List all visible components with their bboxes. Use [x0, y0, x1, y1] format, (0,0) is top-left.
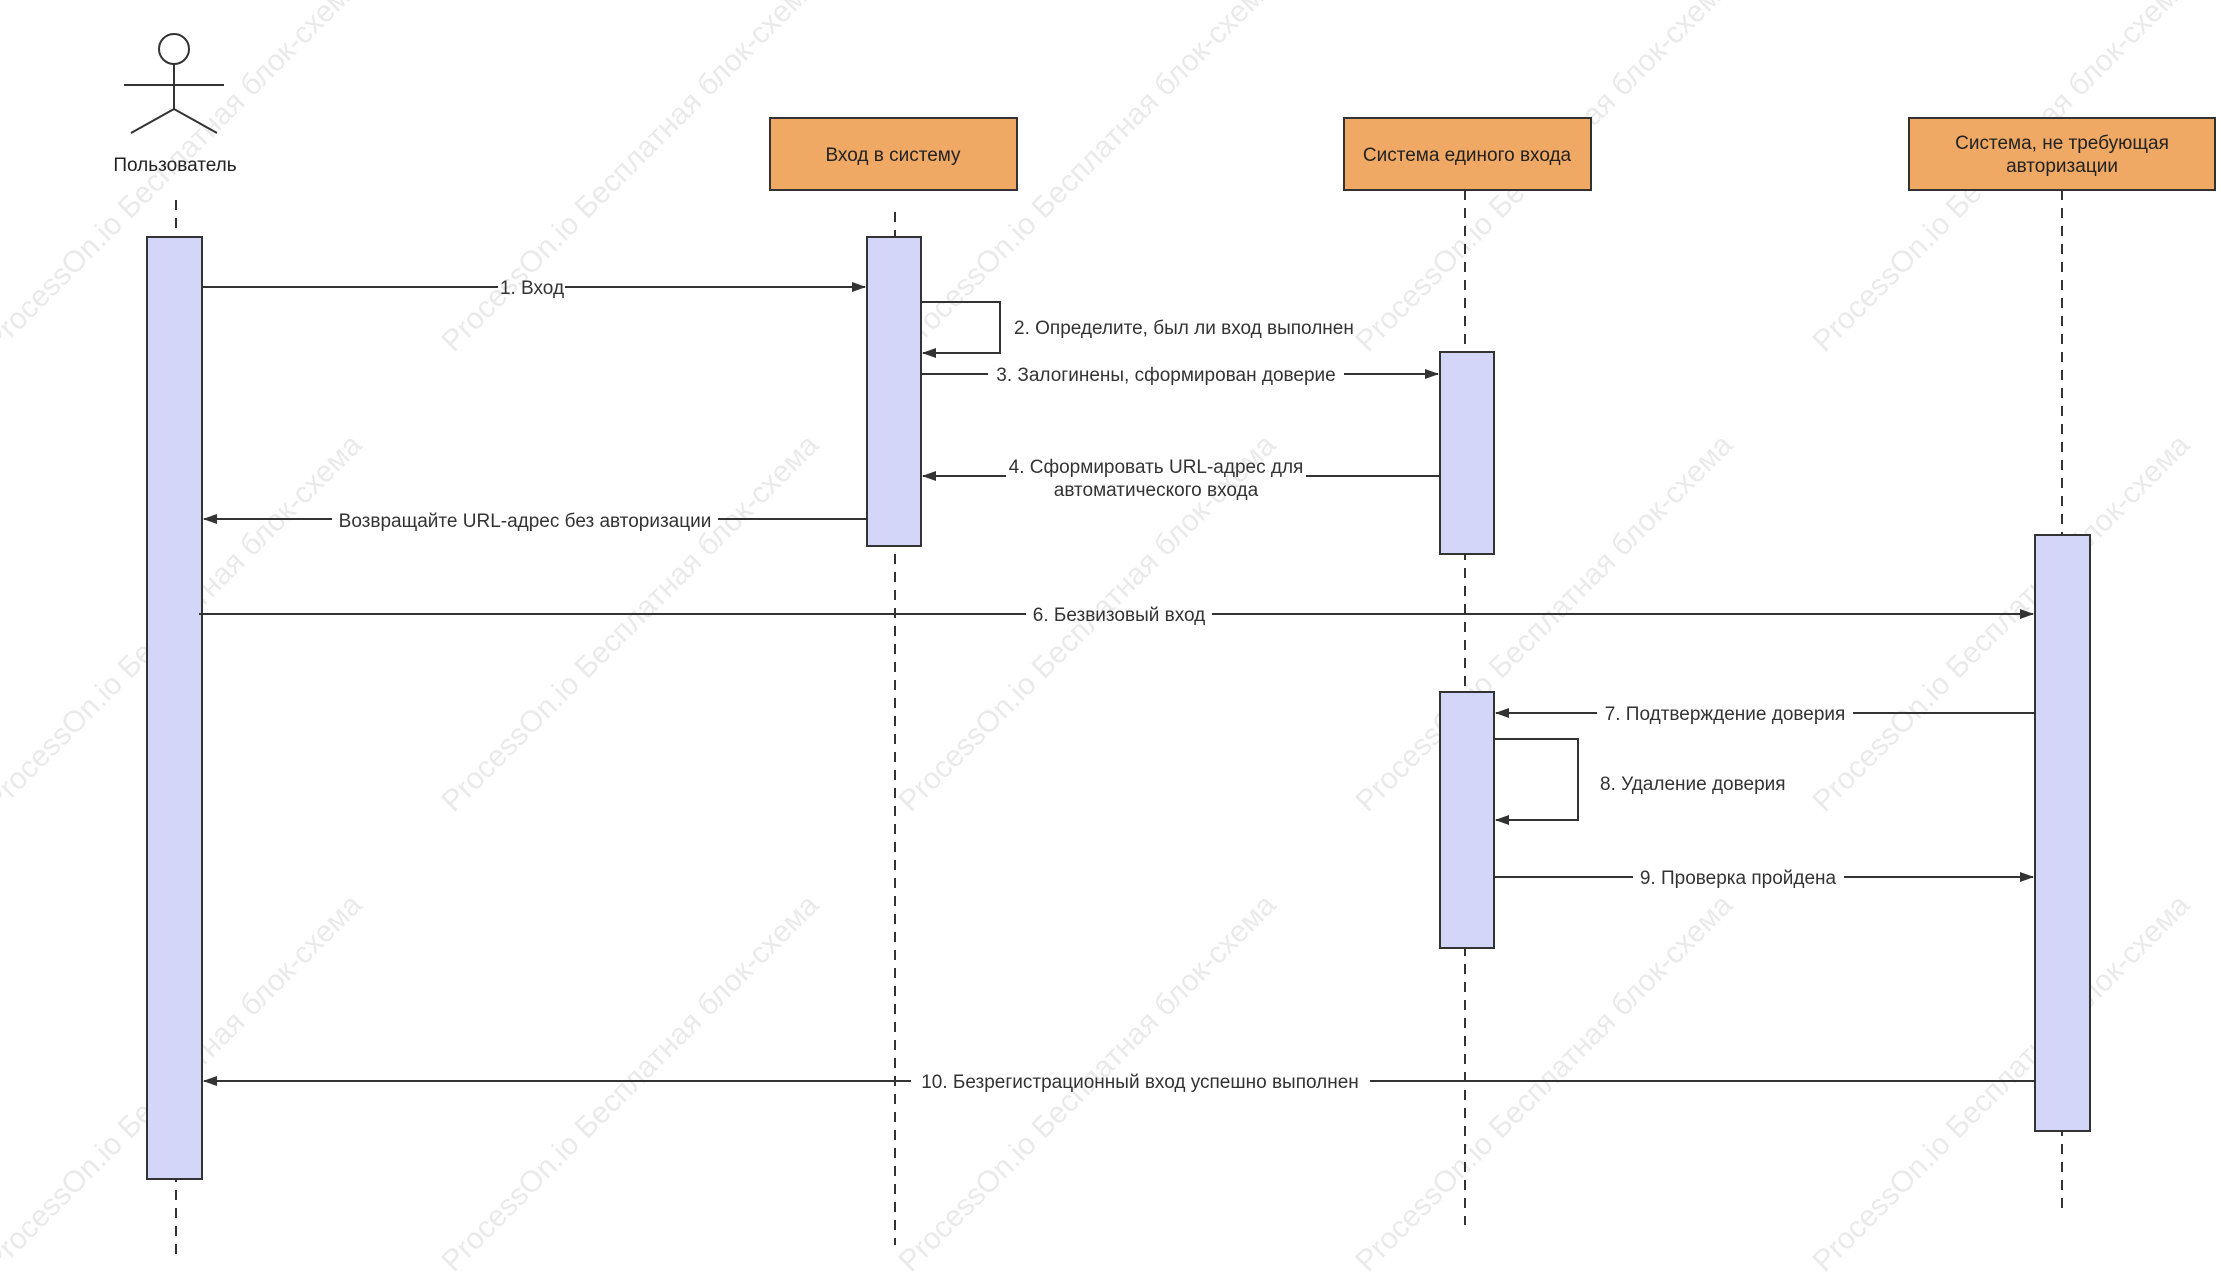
actor-right-leg — [173, 108, 218, 134]
participant-sso[interactable]: Система единого входа — [1343, 117, 1592, 191]
watermark-text: ProcessOn.io Бесплатная блок-схема — [435, 428, 825, 818]
watermark-text: ProcessOn.io Бесплатная блок-схема — [435, 0, 825, 358]
participant-noauth-label-line2: авторизации — [2006, 156, 2118, 177]
participant-noauth[interactable]: Система, не требующая авторизации — [1908, 117, 2216, 191]
actor-left-leg — [130, 108, 175, 134]
watermark-text: ProcessOn.io Бесплатная блок-схема — [435, 888, 825, 1277]
participant-noauth-label-line1: Система, не требующая — [1955, 133, 2169, 154]
activation-user — [146, 236, 203, 1180]
activation-sso-1 — [1439, 351, 1495, 555]
activation-login — [866, 236, 922, 547]
activation-sso-2 — [1439, 691, 1495, 949]
participant-sso-box — [1343, 117, 1592, 191]
message-3-label: 3. Залогинены, сформирован доверие — [996, 365, 1336, 386]
participant-sso-label: Система единого входа — [1363, 145, 1572, 166]
messages — [199, 282, 2035, 1086]
watermark-text: ProcessOn.io Бесплатная блок-схема — [1806, 428, 2196, 818]
watermark-text: ProcessOn.io Бесплатная блок-схема — [1349, 888, 1739, 1277]
participant-login-label: Вход в систему — [825, 145, 961, 166]
participant-login[interactable]: Вход в систему — [769, 117, 1018, 191]
watermark-text: ProcessOn.io Бесплатная блок-схема — [1349, 428, 1739, 818]
message-4-label-line1: 4. Сформировать URL-адрес для — [1009, 457, 1304, 478]
message-8-line — [1494, 738, 1579, 825]
activations — [146, 236, 2091, 1180]
message-8-label: 8. Удаление доверия — [1600, 774, 1786, 795]
message-2-label: 2. Определите, был ли вход выполнен — [1014, 318, 1354, 339]
message-9-label: 9. Проверка пройдена — [1640, 868, 1837, 889]
watermark-text: ProcessOn.io Бесплатная блок-схема — [1806, 888, 2196, 1277]
message-10-label: 10. Безрегистрационный вход успешно выпо… — [921, 1072, 1359, 1093]
activation-noauth — [2034, 534, 2091, 1132]
message-7-label: 7. Подтверждение доверия — [1605, 704, 1846, 725]
message-2-line — [921, 301, 1001, 358]
message-5-label: Возвращайте URL-адрес без авторизации — [339, 511, 712, 532]
message-4-label-line2: автоматического входа — [1054, 480, 1259, 501]
participant-noauth-box — [1908, 117, 2216, 191]
actor-label: Пользователь — [113, 155, 236, 176]
message-labels: 1. Вход 2. Определите, был ли вход выпол… — [339, 278, 1846, 1093]
message-1-label: 1. Вход — [500, 278, 564, 299]
actor-head — [158, 33, 190, 65]
participant-login-box — [769, 117, 1018, 191]
message-6-label: 6. Безвизовый вход — [1033, 605, 1205, 626]
actor-user[interactable] — [124, 33, 224, 134]
